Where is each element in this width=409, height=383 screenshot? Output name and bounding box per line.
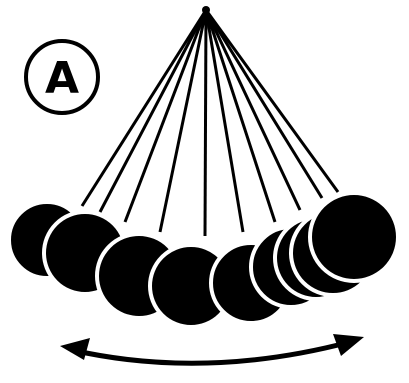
pendulum-string (206, 10, 275, 222)
pendulum-bobs (9, 193, 398, 327)
pendulum-string (205, 10, 206, 236)
motion-arrow-left-head (60, 338, 90, 360)
figure-label: A (26, 41, 98, 113)
pendulum-string (100, 10, 206, 212)
pendulum-string (206, 10, 338, 192)
pendulum-string (82, 10, 206, 206)
pendulum-string (206, 10, 322, 198)
motion-arrow-right-head (333, 334, 364, 356)
motion-arrow (60, 334, 364, 363)
pendulum-string (206, 10, 243, 232)
pendulum-bob (310, 193, 398, 281)
motion-arrow-curve (72, 342, 350, 363)
figure-label-text: A (45, 53, 79, 104)
pendulum-string (160, 10, 206, 232)
pivot-point (202, 6, 210, 14)
pendulum-string (206, 10, 300, 210)
pendulum-string (125, 10, 206, 222)
pendulum-strings (82, 10, 338, 236)
